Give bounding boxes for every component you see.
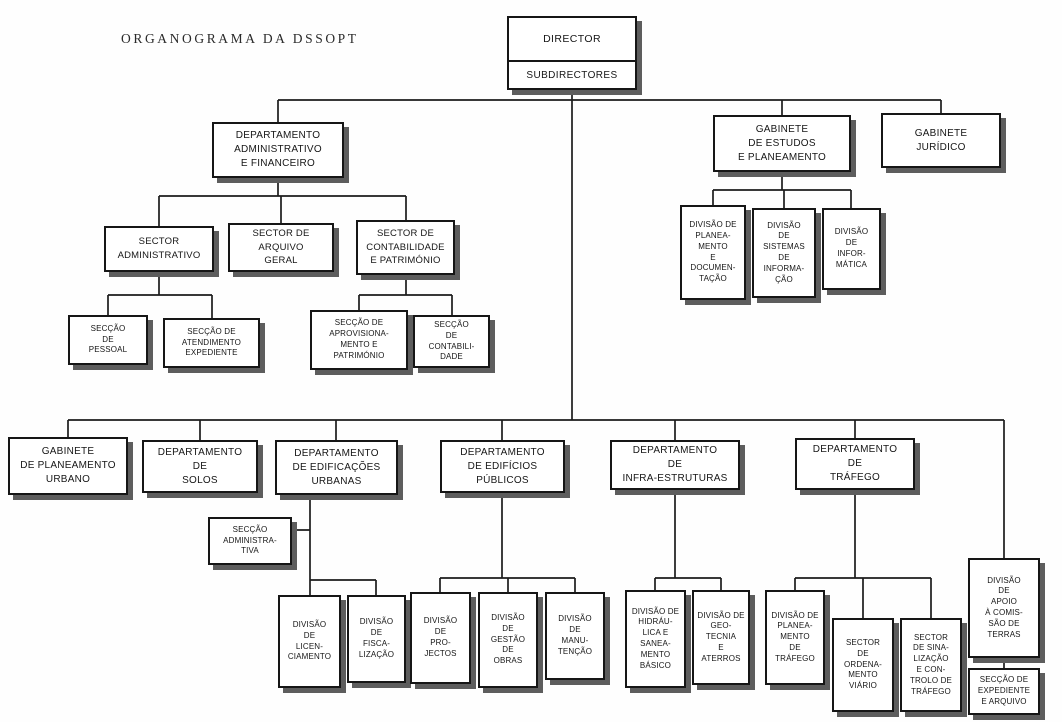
box-departamento-infra-estruturas: DEPARTAMENTO DE INFRA-ESTRUTURAS [610, 440, 740, 490]
box-divisao-sistemas-informacao: DIVISÃO DE SISTEMAS DE INFORMA- ÇÃO [752, 208, 816, 298]
box-seccao-atendimento-expediente: SECÇÃO DE ATENDIMENTO EXPEDIENTE [163, 318, 260, 368]
box-divisao-fiscalizacao: DIVISÃO DE FISCA- LIZAÇÃO [347, 595, 406, 683]
box-sector-administrativo: SECTOR ADMINISTRATIVO [104, 226, 214, 272]
box-divisao-geotecnia-aterros: DIVISÃO DE GEO- TECNIA E ATERROS [692, 590, 750, 685]
box-gabinete-juridico: GABINETE JURÍDICO [881, 113, 1001, 168]
box-divisao-planeamento-documentacao: DIVISÃO DE PLANEA- MENTO E DOCUMEN- TAÇÃ… [680, 205, 746, 300]
box-divisao-hidraulica-saneamento: DIVISÃO DE HIDRÁU- LICA E SANEA- MENTO B… [625, 590, 686, 688]
box-departamento-edificacoes-urbanas: DEPARTAMENTO DE EDIFICAÇÕES URBANAS [275, 440, 398, 495]
box-departamento-administrativo-financeiro: DEPARTAMENTO ADMINISTRATIVO E FINANCEIRO [212, 122, 344, 178]
box-divisao-informatica: DIVISÃO DE INFOR- MÁTICA [822, 208, 881, 290]
director-label: DIRECTOR [543, 33, 601, 45]
box-divisao-manutencao: DIVISÃO DE MANU- TENÇÃO [545, 592, 605, 680]
subdirectores-label: SUBDIRECTORES [509, 60, 635, 88]
box-gabinete-planeamento-urbano: GABINETE DE PLANEAMENTO URBANO [8, 437, 128, 495]
box-sector-sinalizacao-controlo-trafego: SECTOR DE SINA- LIZAÇÃO E CON- TROLO DE … [900, 618, 962, 712]
diagram-title: ORGANOGRAMA DA DSSOPT [121, 31, 359, 46]
box-divisao-gestao-obras: DIVISÃO DE GESTÃO DE OBRAS [478, 592, 538, 688]
box-seccao-expediente-arquivo: SECÇÃO DE EXPEDIENTE E ARQUIVO [968, 668, 1040, 715]
box-departamento-edificios-publicos: DEPARTAMENTO DE EDIFÍCIOS PÚBLICOS [440, 440, 565, 493]
box-divisao-planeamento-trafego: DIVISÃO DE PLANEA- MENTO DE TRÁFEGO [765, 590, 825, 685]
box-gabinete-estudos-planeamento: GABINETE DE ESTUDOS E PLANEAMENTO [713, 115, 851, 172]
box-sector-arquivo-geral: SECTOR DE ARQUIVO GERAL [228, 223, 334, 272]
box-divisao-licenciamento: DIVISÃO DE LICEN- CIAMENTO [278, 595, 341, 688]
box-sector-ordenamento-viario: SECTOR DE ORDENA- MENTO VIÁRIO [832, 618, 894, 712]
box-departamento-solos: DEPARTAMENTO DE SOLOS [142, 440, 258, 493]
box-seccao-aprovisionamento-patrimonio: SECÇÃO DE APROVISIONA- MENTO E PATRIMÓNI… [310, 310, 408, 370]
box-seccao-administrativa: SECÇÃO ADMINISTRA- TIVA [208, 517, 292, 565]
box-director: DIRECTOR SUBDIRECTORES [507, 16, 637, 90]
box-departamento-trafego: DEPARTAMENTO DE TRÁFEGO [795, 438, 915, 490]
box-divisao-apoio-comissao-terras: DIVISÃO DE APOIO À COMIS- SÃO DE TERRAS [968, 558, 1040, 658]
box-seccao-contabilidade: SECÇÃO DE CONTABILI- DADE [413, 315, 490, 368]
box-divisao-projectos: DIVISÃO DE PRO- JECTOS [410, 592, 471, 684]
box-sector-contabilidade-patrimonio: SECTOR DE CONTABILIDADE E PATRIMÓNIO [356, 220, 455, 275]
box-seccao-pessoal: SECÇÃO DE PESSOAL [68, 315, 148, 365]
